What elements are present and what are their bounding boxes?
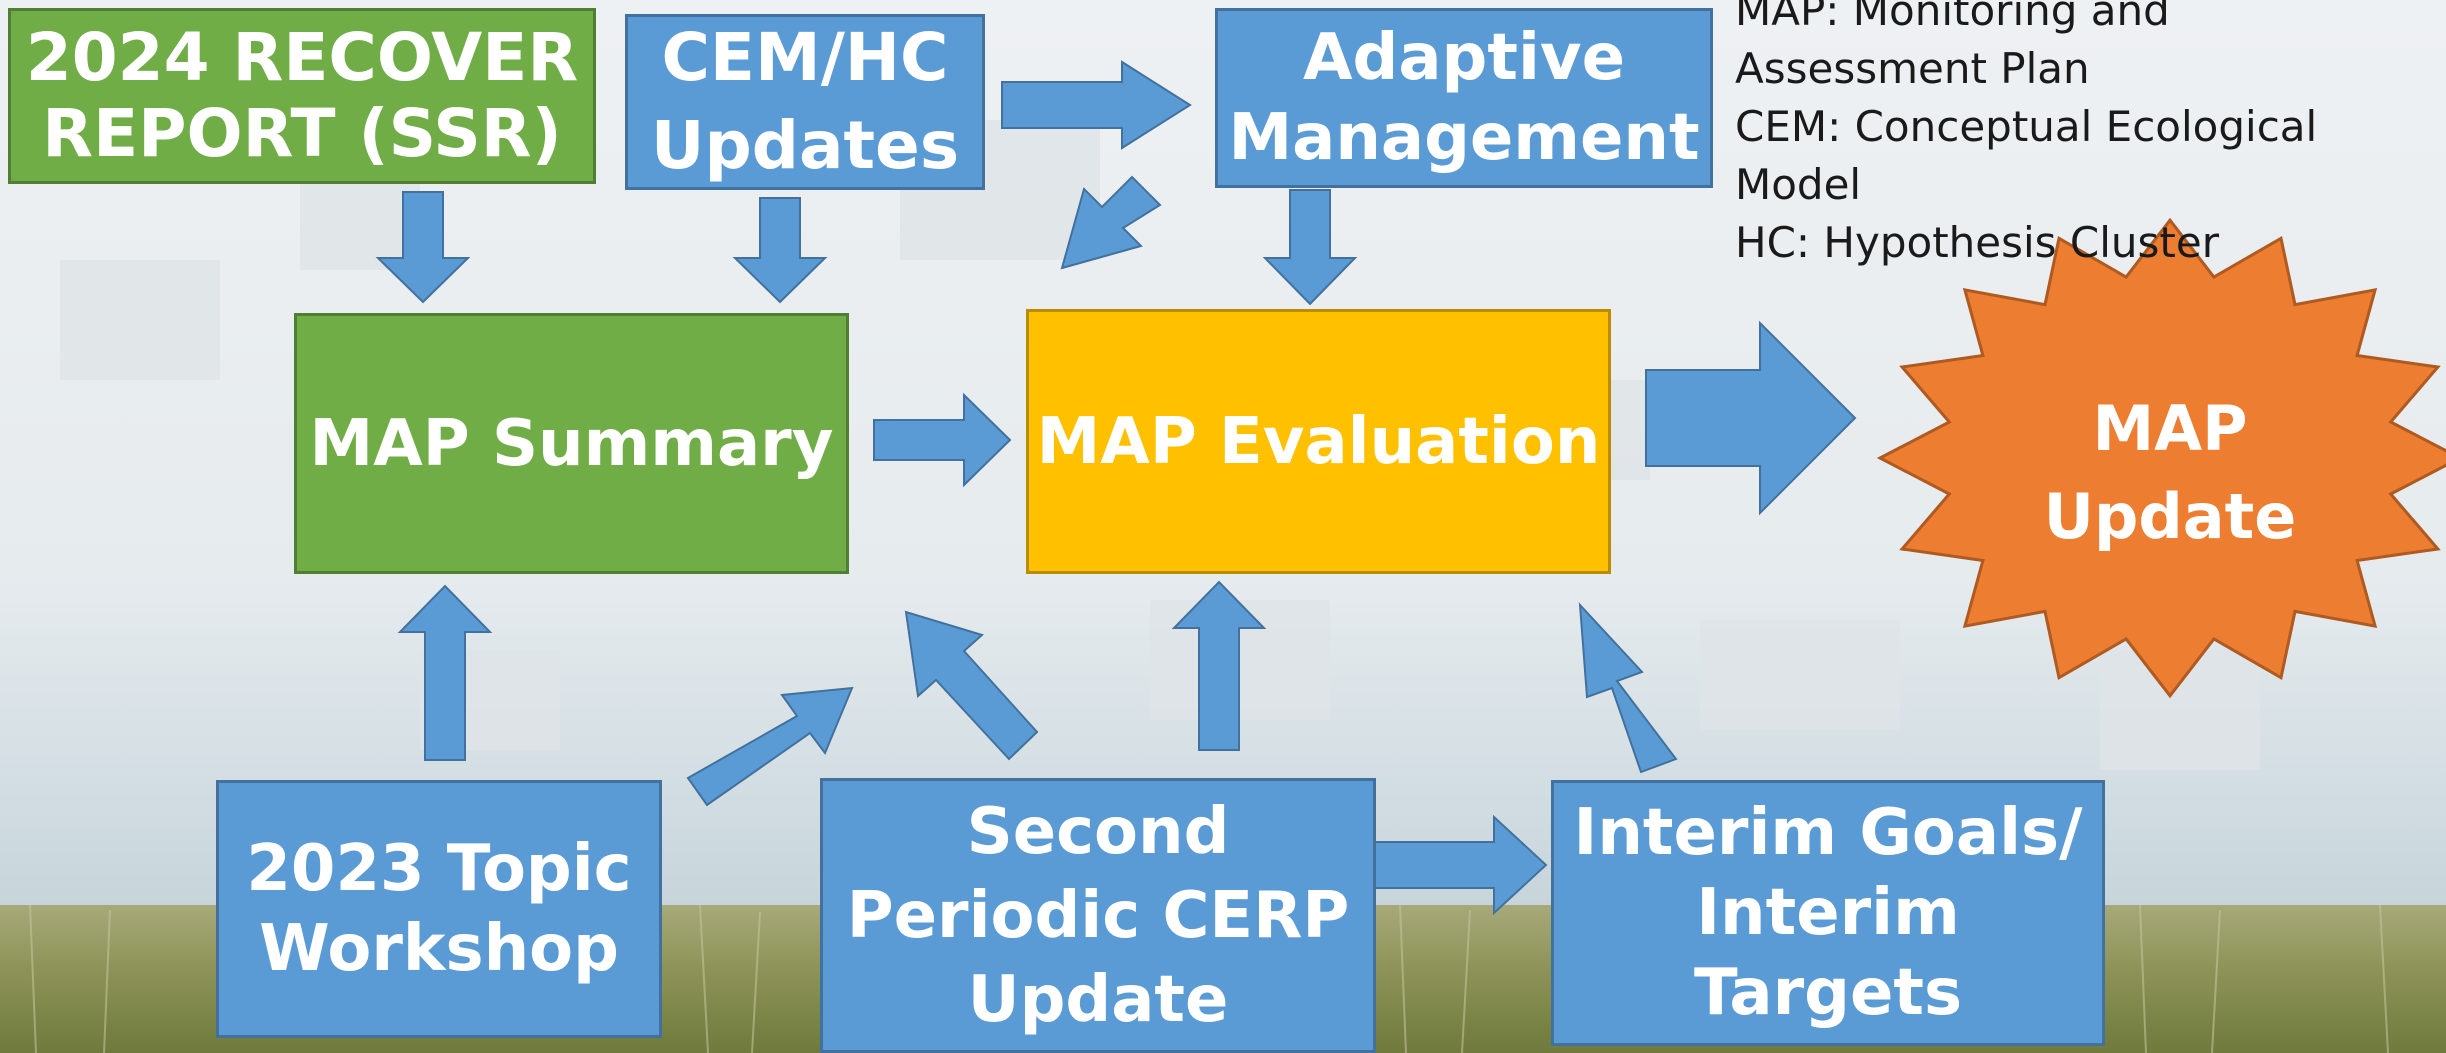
arrow-recover-to-summary [375, 191, 471, 304]
map-evaluation-box: MAP Evaluation [1026, 309, 1611, 574]
periodic-cerp-update-box: Second Periodic CERP Update [820, 778, 1376, 1053]
interim-goals-box: Interim Goals/ Interim Targets [1551, 780, 2105, 1046]
arrow-interim-to-evaluation-diagonal [1578, 602, 1678, 774]
map-summary-box: MAP Summary [294, 313, 849, 574]
arrow-workshop-to-evaluation-diagonal [686, 686, 854, 807]
adaptive-management-box: Adaptive Management [1215, 8, 1713, 188]
acronym-legend: MAP: Monitoring and Assessment Plan CEM:… [1735, 0, 2435, 272]
recover-report-box: 2024 RECOVER REPORT (SSR) [8, 8, 596, 184]
arrow-cerp-to-interim [1373, 814, 1548, 916]
legend-line: MAP: Monitoring and [1735, 0, 2170, 35]
arrow-cemhc-to-summary [732, 197, 828, 304]
arrow-adaptive-to-evaluation-diagonal [1060, 175, 1162, 270]
legend-line: Assessment Plan [1735, 44, 2090, 93]
legend-line: HC: Hypothesis Cluster [1735, 218, 2219, 267]
cem-hc-updates-box: CEM/HC Updates [625, 14, 985, 190]
arrow-cerp-to-evaluation [1171, 580, 1267, 751]
topic-workshop-box: 2023 Topic Workshop [216, 780, 662, 1038]
arrow-cemhc-to-adaptive [1001, 60, 1192, 150]
arrow-evaluation-to-mapupdate [1645, 320, 1857, 516]
legend-line: CEM: Conceptual Ecological [1735, 102, 2318, 151]
arrow-workshop-to-summary [397, 584, 493, 761]
arrow-summary-to-evaluation [873, 392, 1012, 488]
arrow-cerp-to-evaluation-diagonal [904, 610, 1039, 761]
legend-line: Model [1735, 160, 1862, 209]
arrow-adaptive-to-evaluation [1262, 189, 1358, 306]
map-update-label: MAP Update [2043, 392, 2297, 553]
